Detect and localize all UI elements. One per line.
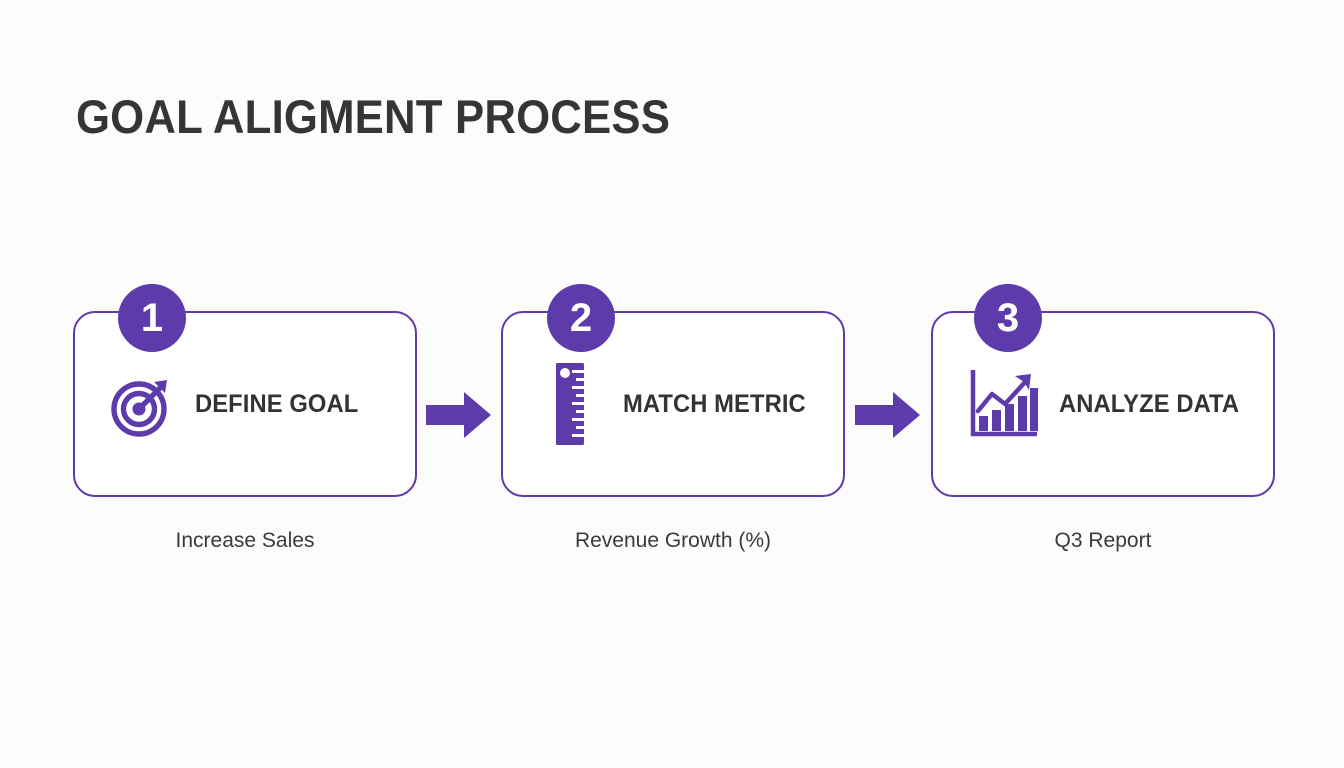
step-number-badge-3: 3 (974, 284, 1042, 352)
step-card-content-3: ANALYZE DATA (933, 366, 1273, 442)
step-caption-1: Increase Sales (175, 529, 315, 552)
arrow-right-icon (426, 390, 492, 440)
step-card-2[interactable]: MATCH METRIC (501, 311, 845, 497)
bar-chart-growth-icon (965, 366, 1041, 442)
step-label-2: MATCH METRIC (623, 389, 806, 418)
step-label-3: ANALYZE DATA (1059, 389, 1240, 418)
step-card-3[interactable]: ANALYZE DATA (931, 311, 1275, 497)
step-number-badge-1: 1 (118, 284, 186, 352)
ruler-icon (535, 359, 605, 449)
arrow-right-icon (855, 390, 921, 440)
step-card-content-1: DEFINE GOAL (75, 369, 415, 439)
step-caption-3: Q3 Report (1054, 529, 1152, 552)
step-card-content-2: MATCH METRIC (503, 359, 843, 449)
process-flow: DEFINE GOAL 1 Increase Sales (0, 284, 1344, 574)
step-caption-2: Revenue Growth (%) (574, 529, 772, 552)
step-number-badge-2: 2 (547, 284, 615, 352)
target-arrow-icon (107, 369, 177, 439)
step-card-1[interactable]: DEFINE GOAL (73, 311, 417, 497)
step-label-1: DEFINE GOAL (195, 389, 359, 418)
page-title: GOAL ALIGMENT PROCESS (76, 90, 671, 143)
